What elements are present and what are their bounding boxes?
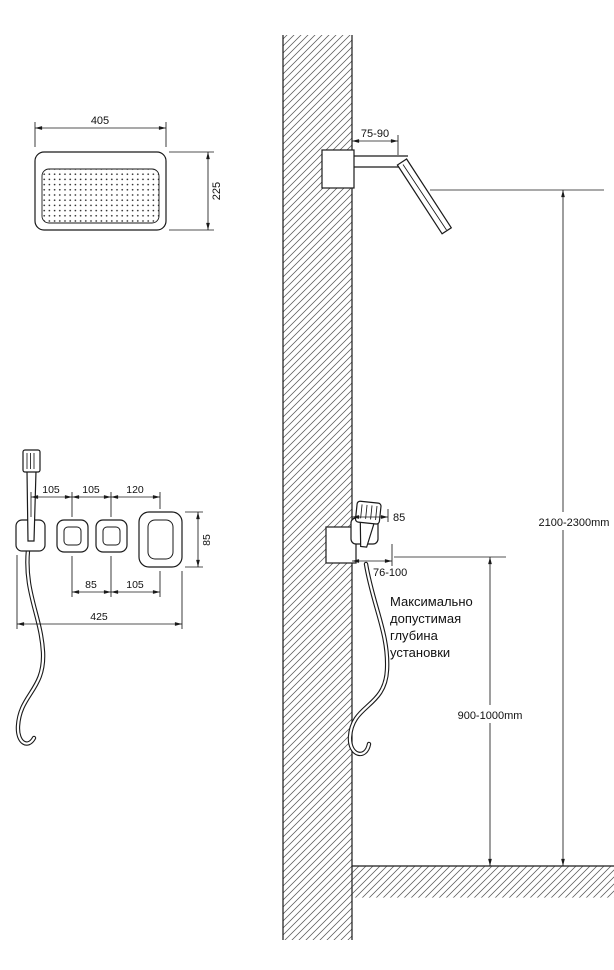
installation-depth-note: Максимально допустимая глубина установки (390, 594, 473, 660)
note-line-4: установки (390, 645, 450, 660)
handset-spray-lines-side (360, 504, 378, 520)
dim-extension-lines (185, 511, 203, 568)
handset-valve-box (325, 526, 357, 564)
handset-head (22, 449, 41, 473)
dim-handset-install-height: 900-1000mm (458, 710, 523, 722)
dim-extension-lines (30, 492, 161, 517)
dim-extension-lines (169, 151, 214, 231)
dim-valve-recess: 76-100 (373, 567, 407, 579)
handset-handle (26, 470, 37, 542)
note-line-2: допустимая (390, 611, 461, 626)
hand-shower-hose-side (347, 561, 390, 757)
spray-nozzle-field (41, 168, 160, 224)
diverter-button-2-inner (102, 526, 121, 546)
diverter-button-1 (56, 519, 89, 553)
hand-shower-hose-side-inner (348, 562, 389, 755)
head-wall-mount-box (321, 149, 355, 189)
dim-overall-width: 425 (90, 611, 108, 623)
hand-shower-hose (15, 547, 46, 746)
floor-hatch (352, 866, 614, 898)
dim-extension-lines (16, 555, 183, 629)
wall-section-view: 75-90 2100-2300mm 85 76-100 900-1000mm (282, 35, 614, 940)
diverter-button-2 (95, 519, 128, 553)
dim-body-height: 85 (201, 534, 213, 546)
mixer-panel-front-view: 105 105 120 85 85 105 425 (15, 449, 213, 746)
dim-head-install-height: 2100-2300mm (539, 517, 610, 529)
dim-text-mask (533, 512, 614, 530)
dim-overhead-width: 405 (91, 115, 109, 127)
dim-lower-pitch-2: 105 (126, 579, 144, 591)
dim-text-mask (449, 705, 531, 723)
mixer-handle-lever (147, 519, 174, 560)
overhead-shower-front-view: 405 225 (34, 115, 223, 231)
dim-pitch-3: 120 (126, 484, 144, 496)
note-line-3: глубина (390, 628, 439, 643)
handset-spray-lines (26, 453, 35, 469)
dim-overhead-depth: 225 (211, 182, 223, 200)
note-line-1: Максимально (390, 594, 473, 609)
handset-head-side (354, 500, 382, 525)
dim-lower-pitch-1: 85 (85, 579, 97, 591)
dim-pitch-1: 105 (42, 484, 60, 496)
dim-pitch-2: 105 (82, 484, 100, 496)
dim-handset-offset: 85 (393, 512, 405, 524)
shower-arm (354, 155, 408, 168)
diverter-button-1-inner (63, 526, 82, 546)
dim-head-offset: 75-90 (361, 128, 389, 140)
overhead-shower-side-detail (402, 164, 447, 231)
hand-shower-hose-inner (16, 548, 45, 745)
mixer-handle-plate (138, 511, 183, 568)
